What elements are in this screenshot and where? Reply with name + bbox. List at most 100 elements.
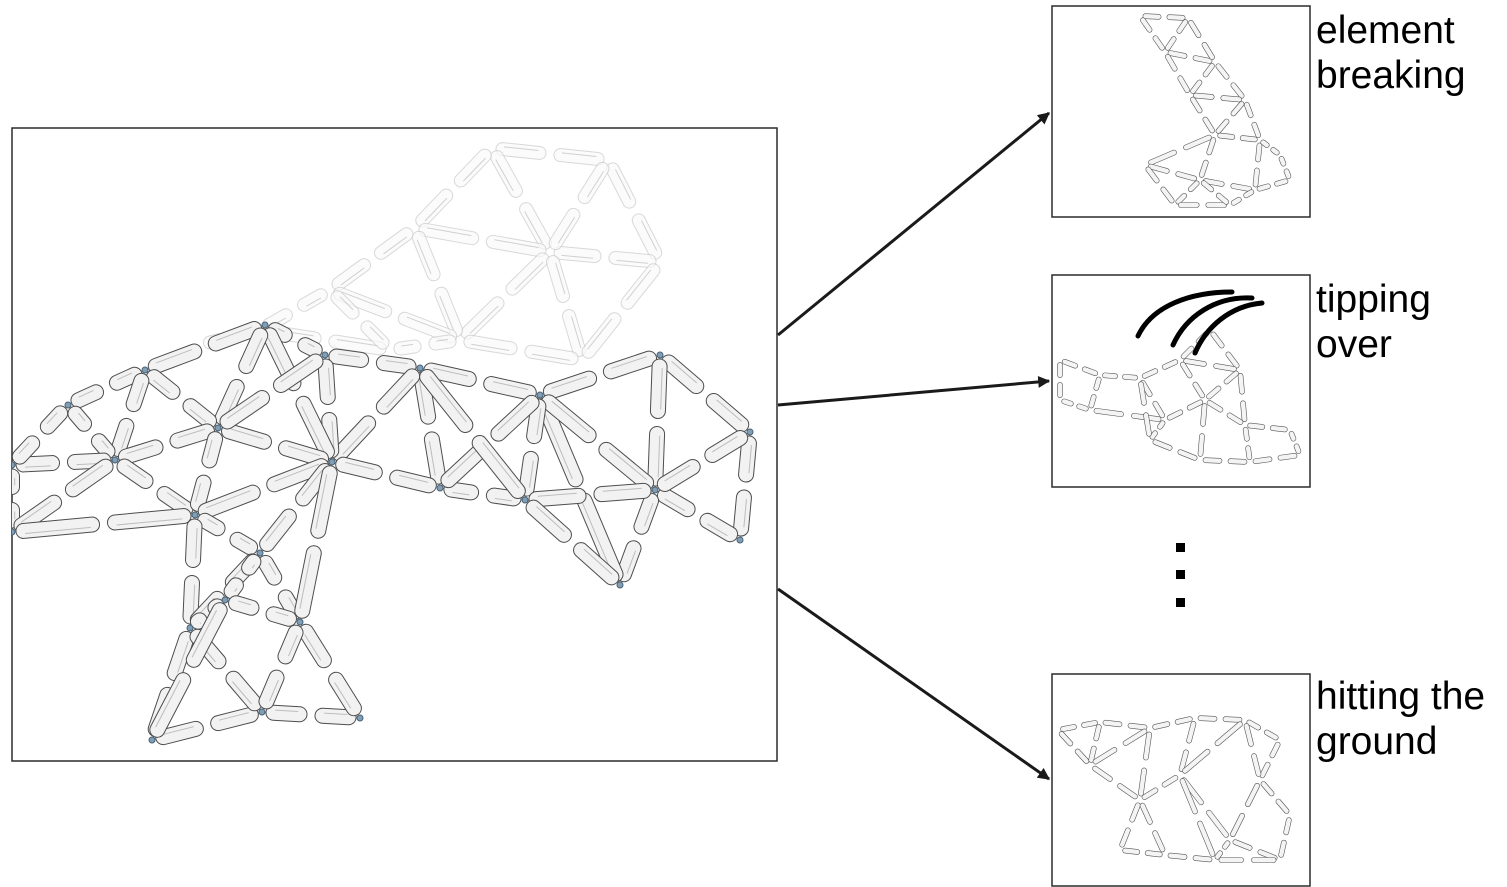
- truss-strut: [418, 222, 547, 258]
- truss-strut: [1198, 137, 1217, 178]
- truss-strut: [1141, 359, 1179, 379]
- truss-node: [214, 424, 222, 432]
- truss-strut: [1252, 452, 1298, 465]
- truss-strut: [605, 162, 663, 260]
- truss-node: [321, 351, 329, 359]
- truss-strut: [1058, 731, 1090, 764]
- truss-strut: [440, 394, 540, 489]
- truss-strut: [15, 508, 192, 539]
- caption-tipping-over: tipping over: [1316, 278, 1442, 366]
- truss-strut: [331, 368, 421, 462]
- truss-strut: [1206, 370, 1239, 400]
- truss-strut: [411, 230, 464, 338]
- truss-strut: [1206, 400, 1244, 425]
- truss-structure-tipped: [1057, 330, 1302, 465]
- truss-strut: [117, 423, 216, 465]
- truss-strut: [419, 368, 526, 500]
- truss-strut: [1197, 403, 1208, 457]
- truss-strut: [1192, 92, 1243, 103]
- truss-strut: [265, 704, 357, 726]
- truss-strut: [1278, 817, 1292, 858]
- truss-strut: [1142, 13, 1186, 21]
- truss-strut: [1259, 741, 1281, 779]
- truss-strut: [1148, 134, 1212, 166]
- truss-node: [651, 486, 659, 494]
- truss-strut: [660, 354, 750, 433]
- truss-strut: [1167, 852, 1213, 863]
- truss-node: [416, 364, 424, 372]
- truss-strut: [146, 369, 217, 429]
- truss-strut: [1188, 19, 1215, 61]
- truss-strut: [733, 435, 757, 537]
- truss-strut: [1247, 422, 1288, 433]
- truss-strut: [1230, 783, 1260, 837]
- truss-strut: [656, 487, 739, 543]
- truss-strut: [1218, 857, 1277, 863]
- truss-strut: [1061, 358, 1099, 377]
- truss-strut: [1215, 63, 1245, 99]
- truss-strut: [1152, 439, 1198, 461]
- truss-structure-grounded: [1058, 715, 1292, 863]
- truss-strut: [1230, 189, 1255, 206]
- truss-strut: [155, 706, 259, 746]
- truss-strut: [1252, 142, 1263, 188]
- caption-hitting-the-ground: hitting the ground: [1316, 675, 1496, 763]
- truss-strut: [1164, 53, 1191, 94]
- truss-strut: [1119, 802, 1141, 848]
- truss-strut: [70, 366, 143, 409]
- truss-strut: [1164, 19, 1189, 51]
- truss-strut: [1140, 17, 1165, 51]
- truss-strut: [1152, 716, 1193, 730]
- truss-strut: [423, 362, 537, 401]
- truss-strut: [1147, 163, 1198, 182]
- truss-strut: [294, 465, 338, 619]
- truss-strut: [1145, 166, 1175, 204]
- truss-strut: [542, 350, 658, 400]
- truss-strut: [1088, 724, 1102, 763]
- arrow-to-element-breaking: [777, 111, 1050, 337]
- truss-node: [536, 391, 544, 399]
- truss-strut: [1122, 847, 1163, 858]
- truss-node: [746, 428, 754, 436]
- truss-strut: [1182, 721, 1243, 774]
- truss-strut: [1180, 361, 1205, 399]
- truss-strut: [553, 245, 657, 269]
- truss-strut: [1214, 840, 1231, 860]
- truss-strut: [1278, 156, 1292, 179]
- truss-strut: [223, 553, 262, 600]
- truss-strut: [581, 263, 661, 359]
- truss-node: [328, 458, 336, 466]
- truss-strut: [110, 372, 150, 458]
- truss-strut: [335, 456, 437, 494]
- truss-node: [436, 484, 444, 492]
- truss-strut: [1102, 719, 1148, 731]
- truss-strut: [1256, 178, 1289, 192]
- truss-strut: [1102, 372, 1138, 381]
- truss-node: [221, 596, 229, 604]
- truss-node: [256, 549, 264, 557]
- truss-strut: [528, 482, 652, 508]
- truss-strut: [214, 327, 269, 426]
- truss-strut: [525, 499, 620, 586]
- truss-strut: [1237, 372, 1248, 423]
- truss-strut: [147, 321, 263, 374]
- truss-strut: [1179, 778, 1216, 857]
- truss-strut: [536, 397, 624, 583]
- truss-strut: [1190, 96, 1215, 134]
- truss-strut: [1178, 202, 1228, 208]
- arrow-to-hitting-the-ground: [777, 587, 1050, 781]
- truss-node: [261, 321, 269, 329]
- truss-strut: [540, 394, 655, 491]
- truss-strut: [1202, 457, 1248, 465]
- truss-strut: [332, 286, 458, 344]
- truss-strut: [331, 227, 414, 291]
- truss-strut: [298, 623, 362, 717]
- truss-strut: [1260, 781, 1290, 814]
- vertical-ellipsis-icon: [1176, 543, 1185, 607]
- truss-node: [12, 461, 16, 469]
- truss-strut: [1166, 399, 1204, 421]
- truss-strut: [460, 252, 550, 340]
- truss-node: [141, 366, 149, 374]
- motion-lines-icon: [1135, 289, 1265, 356]
